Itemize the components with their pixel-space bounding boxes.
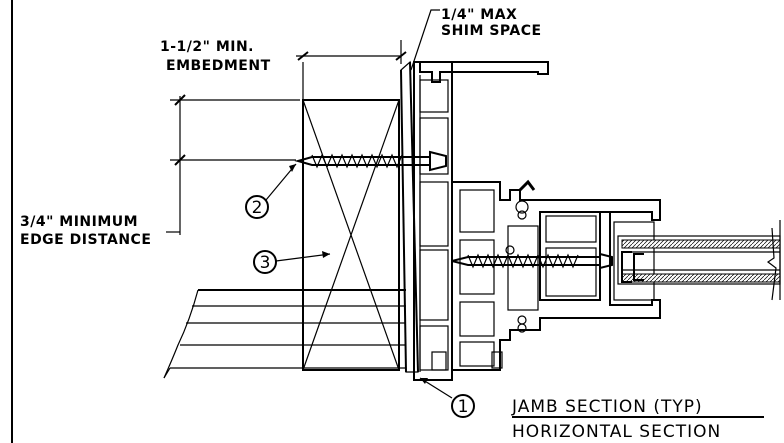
embedment-dimension <box>296 40 407 100</box>
callout-2: 2 <box>245 195 269 219</box>
wall-sill <box>163 289 406 379</box>
svg-text:2: 2 <box>252 198 263 218</box>
edge-label-line1: 3/4" MINIMUM <box>20 214 138 230</box>
edge-label-line2: EDGE DISTANCE <box>20 232 151 248</box>
callout-3: 3 <box>253 250 277 274</box>
upper-fastener <box>294 150 447 172</box>
shim-label-line1: 1/4" MAX <box>441 7 517 23</box>
window-frame-profile <box>413 61 661 381</box>
glazing-unit <box>617 220 781 301</box>
lower-fastener <box>451 252 613 270</box>
embed-label-line1: 1-1/2" MIN. <box>160 39 254 55</box>
embed-label-line2: EMBEDMENT <box>166 58 271 74</box>
section-title: JAMB SECTION (TYP) <box>511 397 703 417</box>
svg-text:3: 3 <box>260 253 271 273</box>
callout-leaders <box>265 163 453 399</box>
callout-1: 1 <box>451 394 475 418</box>
section-subtitle: HORIZONTAL SECTION <box>512 422 721 442</box>
wood-buck <box>302 99 400 371</box>
edge-distance-dimension <box>166 94 300 235</box>
svg-text:1: 1 <box>458 397 469 417</box>
shim-label-line2: SHIM SPACE <box>441 23 542 39</box>
